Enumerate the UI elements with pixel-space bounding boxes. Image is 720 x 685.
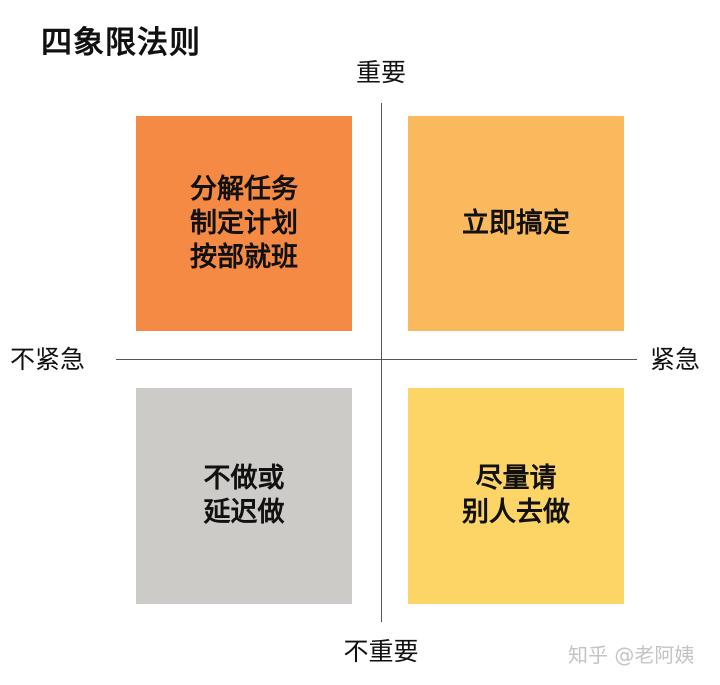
axis-label-important: 重要 bbox=[355, 58, 406, 87]
horizontal-axis-line bbox=[116, 359, 637, 360]
quadrant-important-urgent: 立即搞定 bbox=[408, 116, 624, 331]
axis-label-not-important: 不重要 bbox=[343, 637, 419, 666]
quadrant-text: 尽量请 别人去做 bbox=[462, 463, 570, 528]
quadrant-not-important-not-urgent: 不做或 延迟做 bbox=[136, 388, 352, 604]
watermark: 知乎 @老阿姨 bbox=[568, 643, 695, 667]
axis-label-urgent: 紧急 bbox=[650, 345, 701, 374]
diagram-title: 四象限法则 bbox=[41, 25, 201, 61]
quadrant-not-important-urgent: 尽量请 别人去做 bbox=[408, 388, 624, 604]
quadrant-text: 不做或 延迟做 bbox=[203, 463, 285, 528]
quadrant-important-not-urgent: 分解任务 制定计划 按部就班 bbox=[136, 116, 352, 331]
axis-label-not-urgent: 不紧急 bbox=[10, 345, 86, 374]
quadrant-text: 分解任务 制定计划 按部就班 bbox=[190, 173, 298, 273]
vertical-axis-line bbox=[381, 103, 382, 622]
quadrant-text: 立即搞定 bbox=[462, 207, 570, 239]
